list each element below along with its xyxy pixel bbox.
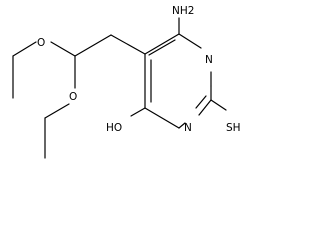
bond-o-upper-ch2 bbox=[12, 41, 37, 57]
pyrimidine-ring bbox=[144, 33, 212, 129]
chemical-structure: NH2 N N SH HO O O bbox=[12, 5, 241, 159]
ring-n-lower-label: N bbox=[184, 122, 192, 134]
bond-c2-n3-double bbox=[195, 95, 207, 109]
bond-o-lower-ch2 bbox=[44, 103, 70, 119]
bond-c6-c5-double bbox=[148, 39, 176, 56]
substituent-bonds bbox=[74, 17, 227, 117]
diethoxy-group bbox=[12, 41, 76, 159]
thiol-label: SH bbox=[226, 122, 241, 134]
bond-c2-thiol bbox=[210, 99, 227, 111]
hydroxyl-label: HO bbox=[106, 122, 122, 134]
bond-c5-ch2 bbox=[110, 34, 146, 55]
ring-n-upper-label: N bbox=[205, 54, 213, 66]
bond-n3-c4 bbox=[178, 122, 186, 129]
bond-ch2-ch bbox=[74, 34, 112, 57]
ether-o-upper-label: O bbox=[37, 37, 45, 49]
bond-c6-c5 bbox=[144, 33, 180, 55]
bond-c4-c5 bbox=[144, 107, 180, 129]
bond-c4-hydroxyl bbox=[130, 107, 146, 117]
amino-label: NH2 bbox=[172, 5, 194, 17]
bond-c2-n3 bbox=[198, 99, 212, 116]
bond-c6-n1 bbox=[178, 33, 202, 49]
ether-o-lower-label: O bbox=[69, 91, 77, 103]
bond-ch-o-upper bbox=[50, 41, 76, 57]
